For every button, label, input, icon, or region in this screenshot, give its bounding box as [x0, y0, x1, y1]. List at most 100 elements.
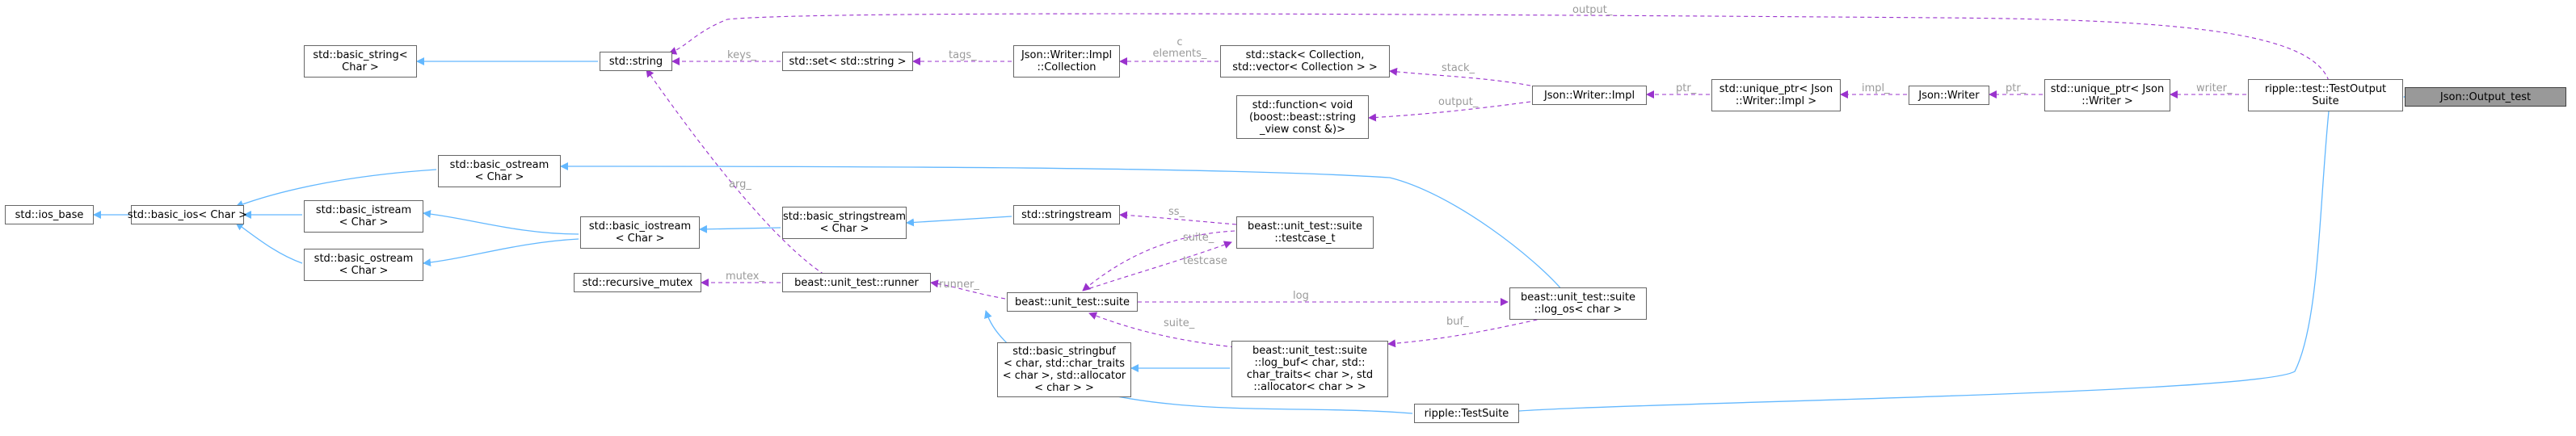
edge-label-impl: impl_: [1862, 82, 1890, 94]
node-label: ::Writer >: [2081, 95, 2133, 107]
node-basic-iostream[interactable]: std::basic_iostream < Char >: [580, 216, 700, 249]
node-label: std::function< void: [1252, 99, 1353, 111]
edge-testcase-ss-to-stringstream: [1119, 211, 1237, 225]
node-suite[interactable]: beast::unit_test::suite: [1007, 292, 1138, 312]
edge-iostream-to-istream: [423, 209, 579, 235]
edge-label-suite-lb: suite_: [1164, 317, 1195, 329]
edge-label-runner: runner_: [939, 279, 979, 291]
node-stringstream[interactable]: std::stringstream: [1013, 205, 1120, 224]
edge-impl-stack-to-stack: [1389, 67, 1531, 86]
node-stack-collection[interactable]: std::stack< Collection, std::vector< Col…: [1220, 45, 1390, 78]
node-basic-stringbuf[interactable]: std::basic_stringbuf < char, std::char_t…: [997, 342, 1131, 397]
node-label: < Char >: [819, 223, 869, 235]
node-label: std::basic_iostream: [588, 220, 692, 233]
node-basic-istream[interactable]: std::basic_istream < Char >: [304, 200, 423, 233]
node-unique-ptr-writer-impl[interactable]: std::unique_ptr< Json ::Writer::Impl >: [1711, 79, 1841, 111]
node-basic-stringstream[interactable]: std::basic_stringstream < Char >: [782, 207, 907, 239]
node-basic-ios[interactable]: std::basic_ios< Char >: [127, 205, 248, 224]
node-log-os[interactable]: beast::unit_test::suite ::log_os< char >: [1509, 287, 1647, 320]
node-label: std::basic_string<: [313, 49, 408, 61]
node-basic-ostream-bottom[interactable]: std::basic_ostream < Char >: [304, 249, 423, 281]
node-label: std::basic_ios< Char >: [127, 208, 248, 221]
edge-suite-testcase-to-testcase: [1082, 241, 1232, 291]
edge-label-buf: buf_: [1446, 316, 1469, 328]
node-label: std::ios_base: [15, 208, 84, 221]
node-label: std::string: [608, 55, 663, 68]
node-label: ::allocator< char > >: [1253, 381, 1366, 393]
node-label: Json::Output_test: [2439, 90, 2532, 103]
node-label: Suite: [2312, 95, 2339, 107]
edge-testsuite-to-testoutput: [1494, 111, 2330, 416]
node-label: < char, std::char_traits: [1004, 358, 1125, 370]
edge-testcase-suite-to-suite: [1082, 230, 1235, 291]
node-label: std::stack< Collection,: [1245, 49, 1365, 61]
node-label: std::recursive_mutex: [582, 276, 693, 289]
edge-iostream-to-ostream-bottom: [423, 238, 579, 267]
node-label: std::unique_ptr< Json: [2050, 83, 2165, 95]
node-std-function[interactable]: std::function< void (boost::beast::strin…: [1236, 95, 1369, 139]
edge-label-testcase: testcase: [1183, 255, 1227, 267]
edge-log-os-to-ostream-top: [560, 162, 1564, 291]
edge-label-mutex: mutex_: [726, 270, 764, 283]
node-log-buf[interactable]: beast::unit_test::suite ::log_buf< char,…: [1231, 341, 1388, 397]
node-runner[interactable]: beast::unit_test::runner: [782, 273, 931, 292]
node-label: < Char >: [339, 265, 389, 277]
node-label: < char > >: [1034, 382, 1094, 394]
edge-label-elements: elements_: [1153, 48, 1207, 60]
edge-ostream-top-to-basic-ios: [235, 169, 437, 208]
node-json-output-test[interactable]: Json::Output_test: [2405, 87, 2566, 107]
node-basic-ostream-top[interactable]: std::basic_ostream < Char >: [438, 155, 561, 187]
node-ripple-testsuite[interactable]: ripple::TestSuite: [1414, 404, 1519, 423]
edge-label-ss: ss_: [1168, 206, 1185, 218]
node-std-string[interactable]: std::string: [600, 52, 672, 71]
node-label: Char >: [342, 61, 379, 73]
edge-label-output-top: output_: [1572, 4, 1613, 16]
edge-label-writer: writer_: [2196, 82, 2233, 94]
node-label: Json::Writer: [1918, 89, 1980, 102]
edge-label-stack: stack_: [1442, 62, 1475, 74]
node-set-string[interactable]: std::set< std::string >: [782, 52, 913, 71]
node-label: std::basic_stringbuf: [1012, 346, 1116, 358]
node-label: char_traits< char >, std: [1246, 369, 1374, 381]
node-label: ripple::TestSuite: [1424, 407, 1509, 420]
node-label: < Char >: [339, 216, 389, 228]
edge-stringstream-to-iostream: [699, 224, 781, 233]
edge-ostream-bottom-to-basic-ios: [235, 222, 303, 264]
node-writer-impl[interactable]: Json::Writer::Impl: [1532, 86, 1647, 105]
node-testoutput-suite[interactable]: ripple::test::TestOutput Suite: [2248, 79, 2403, 111]
node-json-writer[interactable]: Json::Writer: [1909, 86, 1989, 105]
node-label: std::basic_ostream: [449, 159, 549, 171]
node-writer-impl-collection[interactable]: Json::Writer::Impl ::Collection: [1013, 45, 1120, 78]
edge-label-ptr-writer: ptr_: [2006, 82, 2027, 94]
node-recursive-mutex[interactable]: std::recursive_mutex: [574, 273, 701, 292]
node-label: ::testcase_t: [1274, 233, 1336, 245]
edge-log-os-buf-to-log-buf: [1387, 316, 1552, 348]
node-ios-base[interactable]: std::ios_base: [5, 205, 94, 224]
node-label: beast::unit_test::suite: [1521, 291, 1635, 304]
node-label: std::basic_ostream: [314, 253, 414, 265]
node-label: Json::Writer::Impl: [1543, 89, 1635, 102]
node-label: beast::unit_test::runner: [794, 276, 919, 289]
node-label: _view const &)>: [1259, 123, 1345, 136]
node-label: (boost::beast::string: [1248, 111, 1357, 124]
node-testcase-t[interactable]: beast::unit_test::suite ::testcase_t: [1236, 216, 1374, 249]
node-label: std::basic_stringstream: [783, 211, 907, 223]
node-label: std::unique_ptr< Json: [1719, 83, 1833, 95]
edge-label-log: log: [1293, 290, 1309, 302]
node-label: < Char >: [474, 171, 524, 183]
node-label: ::Writer::Impl >: [1735, 95, 1817, 107]
edge-label-tags: tags_: [949, 49, 977, 61]
node-label: beast::unit_test::suite: [1015, 296, 1130, 308]
node-label: < Char >: [615, 233, 665, 245]
edge-testoutput-output-to-string: [668, 13, 2330, 82]
node-label: std::stringstream: [1021, 208, 1112, 221]
node-unique-ptr-writer[interactable]: std::unique_ptr< Json ::Writer >: [2044, 79, 2170, 111]
edge-label-keys: keys_: [727, 49, 757, 61]
edge-suite-runner-to-runner: [930, 279, 1006, 300]
edge-basic-stringstream-to-stringstream: [906, 216, 1012, 227]
edge-label-suite-tc: suite_: [1183, 232, 1214, 244]
node-label: std::basic_istream: [315, 204, 412, 216]
node-label: std::vector< Collection > >: [1232, 61, 1378, 73]
edge-label-elements-c: c: [1176, 36, 1182, 48]
node-basic-string[interactable]: std::basic_string< Char >: [304, 45, 417, 78]
